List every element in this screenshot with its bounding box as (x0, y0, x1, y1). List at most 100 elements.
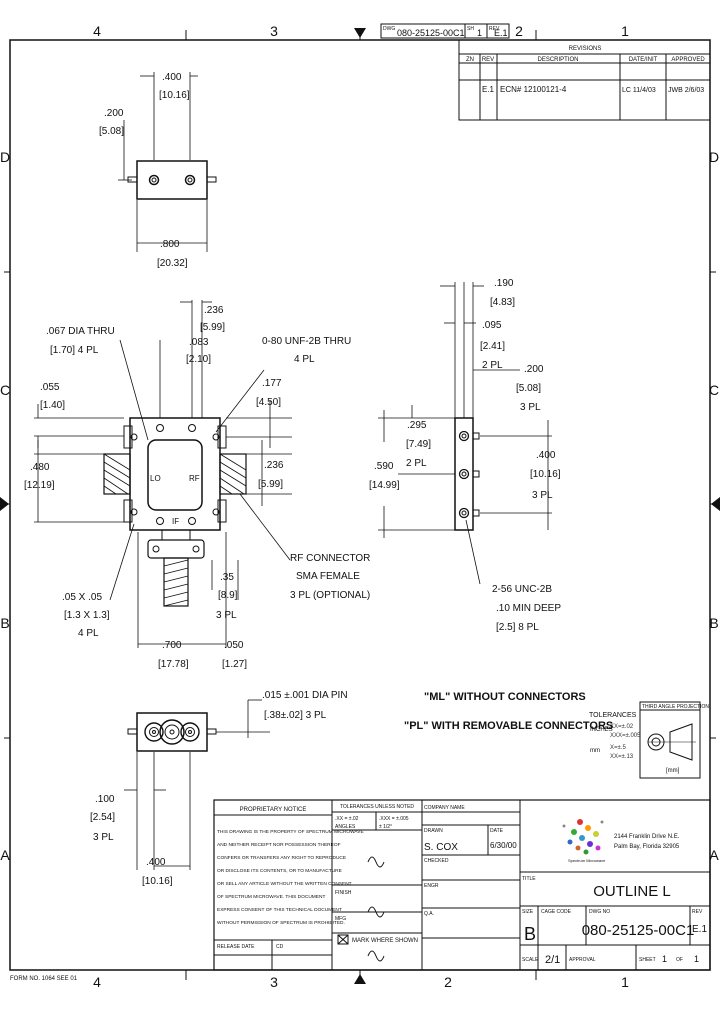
dim-095-pl: 2 PL (482, 360, 503, 371)
svg-text:080-25125-00C1: 080-25125-00C1 (397, 28, 465, 38)
dim-800-mm: [20.32] (157, 258, 188, 269)
dim-400-bottom: .400 (146, 857, 166, 868)
zone-top-3: 3 (270, 23, 278, 39)
svg-text:XX=±.13: XX=±.13 (610, 754, 634, 760)
company-address-1: 2144 Franklin Drive N.E. (614, 834, 680, 840)
rf-connector-note: RF CONNECTOR (290, 553, 370, 564)
dim-05x05-pl: 4 PL (78, 628, 99, 639)
centering-mark-left (0, 497, 9, 511)
company-logo-caption: Spectrum Microwave (568, 858, 606, 863)
dim-055-mm: [1.40] (40, 400, 65, 411)
rev-row-date: LC 11/4/03 (622, 87, 656, 94)
cage-code-label: CAGE CODE (541, 909, 572, 915)
rev-col-approved: APPROVED (671, 57, 705, 63)
dim-236-mm: [5.99] (200, 322, 225, 333)
dim-095-mm: [2.41] (480, 341, 505, 352)
approval-label: APPROVAL (569, 957, 596, 963)
revisions-block (458, 39, 711, 121)
dim-236-b-mm: [5.99] (258, 479, 283, 490)
rf-connector-note-3: 3 PL (OPTIONAL) (290, 590, 370, 601)
note-pl: "PL" WITH REMOVABLE CONNECTORS (404, 720, 613, 732)
size-label: SIZE (522, 909, 534, 915)
zone-bottom-3: 3 (270, 974, 278, 990)
proprietary-line-7: EXPRESS CONSENT OF THIS TECHNICAL DOCUME… (217, 907, 342, 913)
form-number: FORM NO. 1064 SEE 01 (10, 976, 78, 982)
dim-295: .295 (407, 420, 427, 431)
front-view-part (103, 417, 247, 607)
tol-row-1b: .XXX = ±.005 (379, 816, 409, 822)
rev-row-approved: JWB 2/6/03 (668, 87, 704, 94)
dim-100-pl: 3 PL (93, 832, 114, 843)
zone-left-A: A (0, 847, 10, 863)
dim-190: .190 (494, 278, 514, 289)
top-view-part (127, 160, 217, 200)
centering-mark-top (354, 28, 366, 38)
dim-095: .095 (482, 320, 502, 331)
centering-mark-bottom (354, 974, 366, 984)
zone-bottom-4: 4 (93, 974, 101, 990)
company-address-2: Palm Bay, Florida 32905 (614, 844, 680, 850)
zone-top-4: 4 (93, 23, 101, 39)
svg-text:TOLERANCES: TOLERANCES (589, 712, 637, 719)
tol-row-2a: ANGLES (335, 824, 356, 830)
dim-190-mm: [4.83] (490, 297, 515, 308)
scale-value: 2/1 (545, 954, 560, 966)
zone-left-C: C (0, 382, 10, 398)
dim-236: .236 (204, 305, 224, 316)
svg-text:X=±.5: X=±.5 (610, 745, 626, 751)
proprietary-line-1: THIS DRAWING IS THE PROPERTY OF SPECTRUM… (217, 829, 364, 835)
tolerances-box: TOLERANCES INCHES XX=±.02 XXX=±.005 mm X… (589, 712, 641, 760)
proprietary-line-8: WITHOUT PERMISSION OF SPECTRUM IS PROHIB… (217, 920, 345, 926)
svg-text:THIRD ANGLE PROJECTION: THIRD ANGLE PROJECTION (642, 704, 709, 710)
dim-2-56-tap-3: [2.5] 8 PL (496, 622, 539, 633)
dim-05x05-mm: [1.3 X 1.3] (64, 610, 110, 621)
dim-100: .100 (95, 794, 115, 805)
svg-text:INCHES: INCHES (590, 727, 613, 733)
centering-mark-right (711, 497, 720, 511)
dim-400-top: .400 (162, 72, 182, 83)
svg-text:REV: REV (489, 26, 500, 32)
dim-083: .083 (189, 337, 209, 348)
proprietary-line-2: AND NEITHER RECEIPT NOR POSSESSION THERE… (217, 842, 341, 848)
port-lo: LO (150, 474, 161, 483)
dim-200-side-pl: 3 PL (520, 402, 541, 413)
dim-400-side-mm: [10.16] (530, 469, 561, 480)
proprietary-line-3: CONFERS OR TRANSFERS ANY RIGHT TO REPROD… (217, 855, 346, 861)
dim-590: .590 (374, 461, 394, 472)
svg-text:E.1: E.1 (494, 28, 508, 38)
dim-200-side-mm: [5.08] (516, 383, 541, 394)
rev-col-desc: DESCRIPTION (537, 57, 578, 63)
of-label: OF (676, 957, 683, 963)
dim-480: .480 (30, 462, 50, 473)
tol-row-2b: ± 1/2° (379, 824, 392, 830)
dim-295-mm: [7.49] (406, 439, 431, 450)
projection-box: THIRD ANGLE PROJECTION [mm] (639, 701, 709, 779)
dim-295-pl: 2 PL (406, 458, 427, 469)
bottom-view-part (127, 712, 217, 752)
dim-0-80-tap: 0-80 UNF-2B THRU (262, 336, 351, 347)
dim-2-56-tap-2: .10 MIN DEEP (496, 603, 561, 614)
proprietary-line-6: OF SPECTRUM MICROWAVE. THIS DOCUMENT (217, 894, 325, 900)
rev-row-desc: ECN# 12100121-4 (500, 85, 567, 94)
title-label: TITLE (522, 876, 536, 882)
rev-value: E.1 (692, 924, 707, 935)
zone-bottom-2: 2 (444, 974, 452, 990)
proprietary-line-5: OR SELL ANY ARTICLE WITHOUT THE WRITTEN … (217, 881, 352, 887)
dim-067-thru-2: [1.70] 4 PL (50, 345, 99, 356)
dim-35-pl: 3 PL (216, 610, 237, 621)
svg-text:SH: SH (467, 26, 474, 32)
dwg-no-label: DWG NO (589, 909, 610, 915)
dim-236-b: .236 (264, 460, 284, 471)
proprietary-line-4: OR DISCLOSE ITS CONTENTS, OR TO MANUFACT… (217, 868, 342, 874)
dim-177: .177 (262, 378, 282, 389)
rev-row-rev: E.1 (482, 85, 495, 94)
release-date-label: RELEASE DATE (217, 944, 255, 950)
finish-label: FINISH (335, 890, 352, 896)
tol-block-title: TOLERANCES UNLESS NOTED (340, 804, 414, 810)
zone-top-1: 1 (621, 23, 629, 39)
dim-0-80-tap-2: 4 PL (294, 354, 315, 365)
sheet-total: 1 (694, 954, 699, 964)
rf-connector-note-2: SMA FEMALE (296, 571, 360, 582)
dim-800: .800 (160, 239, 180, 250)
port-if: IF (172, 517, 179, 526)
